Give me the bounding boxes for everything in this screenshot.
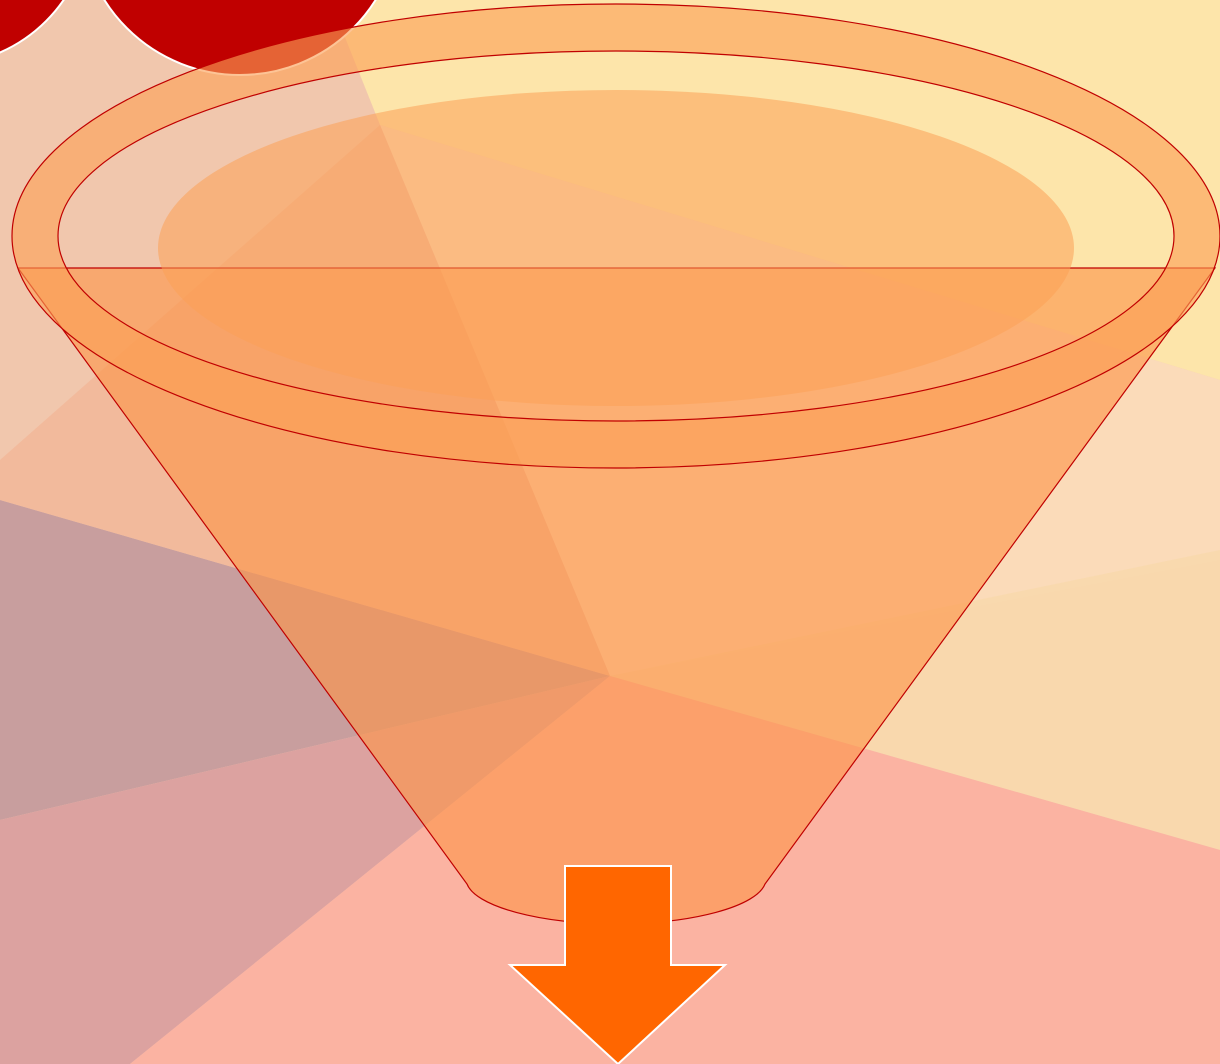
- funnel-inner-ellipse: [158, 90, 1074, 406]
